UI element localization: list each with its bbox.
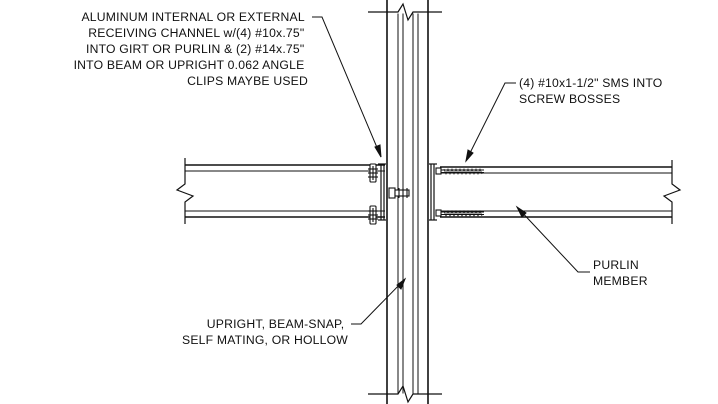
purlin-sms-screws [435, 167, 484, 217]
label-channel-line-3: INTO GIRT OR PURLIN & (2) #14x.75" [86, 42, 304, 56]
label-purlin: PURLIN MEMBER [593, 258, 648, 288]
label-upright-line-2: SELF MATING, OR HOLLOW [182, 333, 348, 347]
label-screws: (4) #10x1-1/2" SMS INTO SCREW BOSSES [519, 76, 666, 106]
label-upright: UPRIGHT, BEAM-SNAP, SELF MATING, OR HOLL… [182, 317, 348, 347]
label-upright-line-1: UPRIGHT, BEAM-SNAP, [207, 317, 345, 331]
left-girt-member [175, 158, 385, 224]
upright-break-line-top [368, 2, 442, 22]
beam-screw [388, 187, 410, 199]
left-fastener-screws [368, 163, 378, 225]
leader-purlin [515, 205, 590, 273]
label-screws-line-2: SCREW BOSSES [519, 92, 620, 106]
leader-channel [312, 16, 382, 158]
leader-screws [465, 82, 516, 163]
label-screws-line-1: (4) #10x1-1/2" SMS INTO [519, 76, 663, 90]
label-purlin-line-2: MEMBER [593, 274, 648, 288]
upright-member [386, 0, 429, 404]
label-channel-line-4: INTO BEAM OR UPRIGHT 0.062 ANGLE [74, 58, 305, 72]
upright-break-line-bottom [368, 384, 442, 404]
receiving-channel-right [429, 163, 437, 221]
receiving-channel-left [378, 163, 386, 221]
label-purlin-line-1: PURLIN [593, 258, 639, 272]
label-channel-line-5: CLIPS MAYBE USED [187, 74, 308, 88]
label-channel: ALUMINUM INTERNAL OR EXTERNAL RECEIVING … [74, 10, 308, 88]
leader-upright [351, 277, 407, 325]
label-channel-line-1: ALUMINUM INTERNAL OR EXTERNAL [81, 10, 304, 24]
label-channel-line-2: RECEIVING CHANNEL w/(4) #10x.75" [88, 26, 304, 40]
